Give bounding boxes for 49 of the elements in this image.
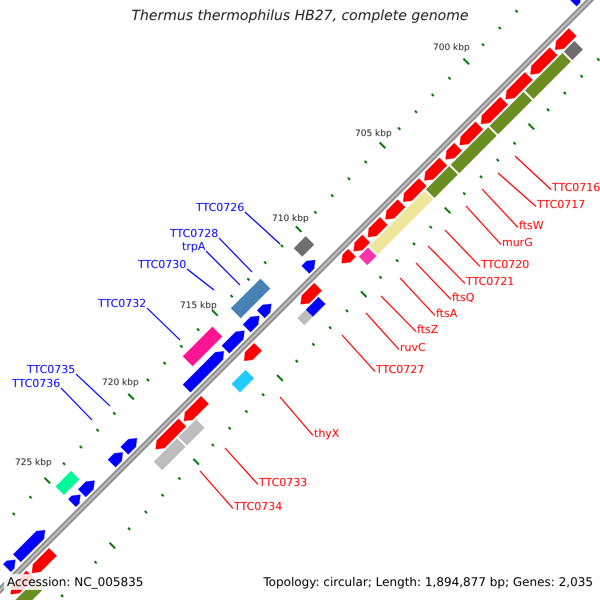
gene-label: TTC0734 <box>234 500 282 513</box>
scale-label: 715 kbp <box>180 301 217 311</box>
leader-line <box>186 268 214 290</box>
leader-line <box>224 448 258 485</box>
scale-label: 720 kbp <box>102 378 139 388</box>
leader-line <box>60 388 92 420</box>
scale-label: 725 kbp <box>15 458 52 468</box>
gene-label: TTC0717 <box>537 198 586 211</box>
leader-line <box>400 278 436 316</box>
gene-label: TTC0733 <box>259 476 308 489</box>
leader-line <box>218 238 252 272</box>
leader-line <box>428 246 466 284</box>
gene-label: TTC0735 <box>27 363 76 376</box>
gene-label: ruvC <box>400 341 426 354</box>
leader-line <box>280 396 314 436</box>
leader-line <box>416 262 452 300</box>
scale-label: 700 kbp <box>433 43 470 53</box>
leader-line <box>444 230 480 267</box>
gene-label: trpA <box>182 240 206 253</box>
leader-line <box>482 188 518 228</box>
leader-line <box>498 172 536 207</box>
gene-label: TTC0726 <box>196 201 244 214</box>
leader-line <box>200 470 234 509</box>
gene-label: TTC0727 <box>376 363 424 376</box>
leader-line <box>342 334 376 372</box>
leader-line <box>146 308 180 340</box>
leader-line <box>366 312 400 350</box>
map-title: Thermus thermophilus HB27, complete genome <box>130 8 470 24</box>
scale-label: 705 kbp <box>355 129 392 139</box>
gene-label: ftsW <box>519 219 544 232</box>
gene-label: TTC0728 <box>170 227 218 240</box>
gene-label: TTC0730 <box>138 258 186 271</box>
leader-line <box>76 374 110 406</box>
leader-line <box>380 296 416 332</box>
gene-label: TTC0732 <box>98 297 146 310</box>
leader-line <box>466 206 502 245</box>
gene-label: TTC0736 <box>12 377 60 390</box>
gene-label: thyX <box>314 427 340 440</box>
gene-label: TTC0716 <box>552 181 600 194</box>
gene-label: ftsZ <box>417 323 438 336</box>
gene-label: murG <box>502 236 533 249</box>
scale-label: 710 kbp <box>272 214 309 224</box>
gene-label: TTC0721 <box>466 275 514 288</box>
leader-line <box>514 156 552 190</box>
gene-label: ftsA <box>436 307 458 320</box>
leader-line <box>206 250 240 286</box>
gene-label: ftsQ <box>452 291 474 304</box>
leader-line <box>244 212 280 244</box>
gene-label: TTC0720 <box>481 258 530 271</box>
